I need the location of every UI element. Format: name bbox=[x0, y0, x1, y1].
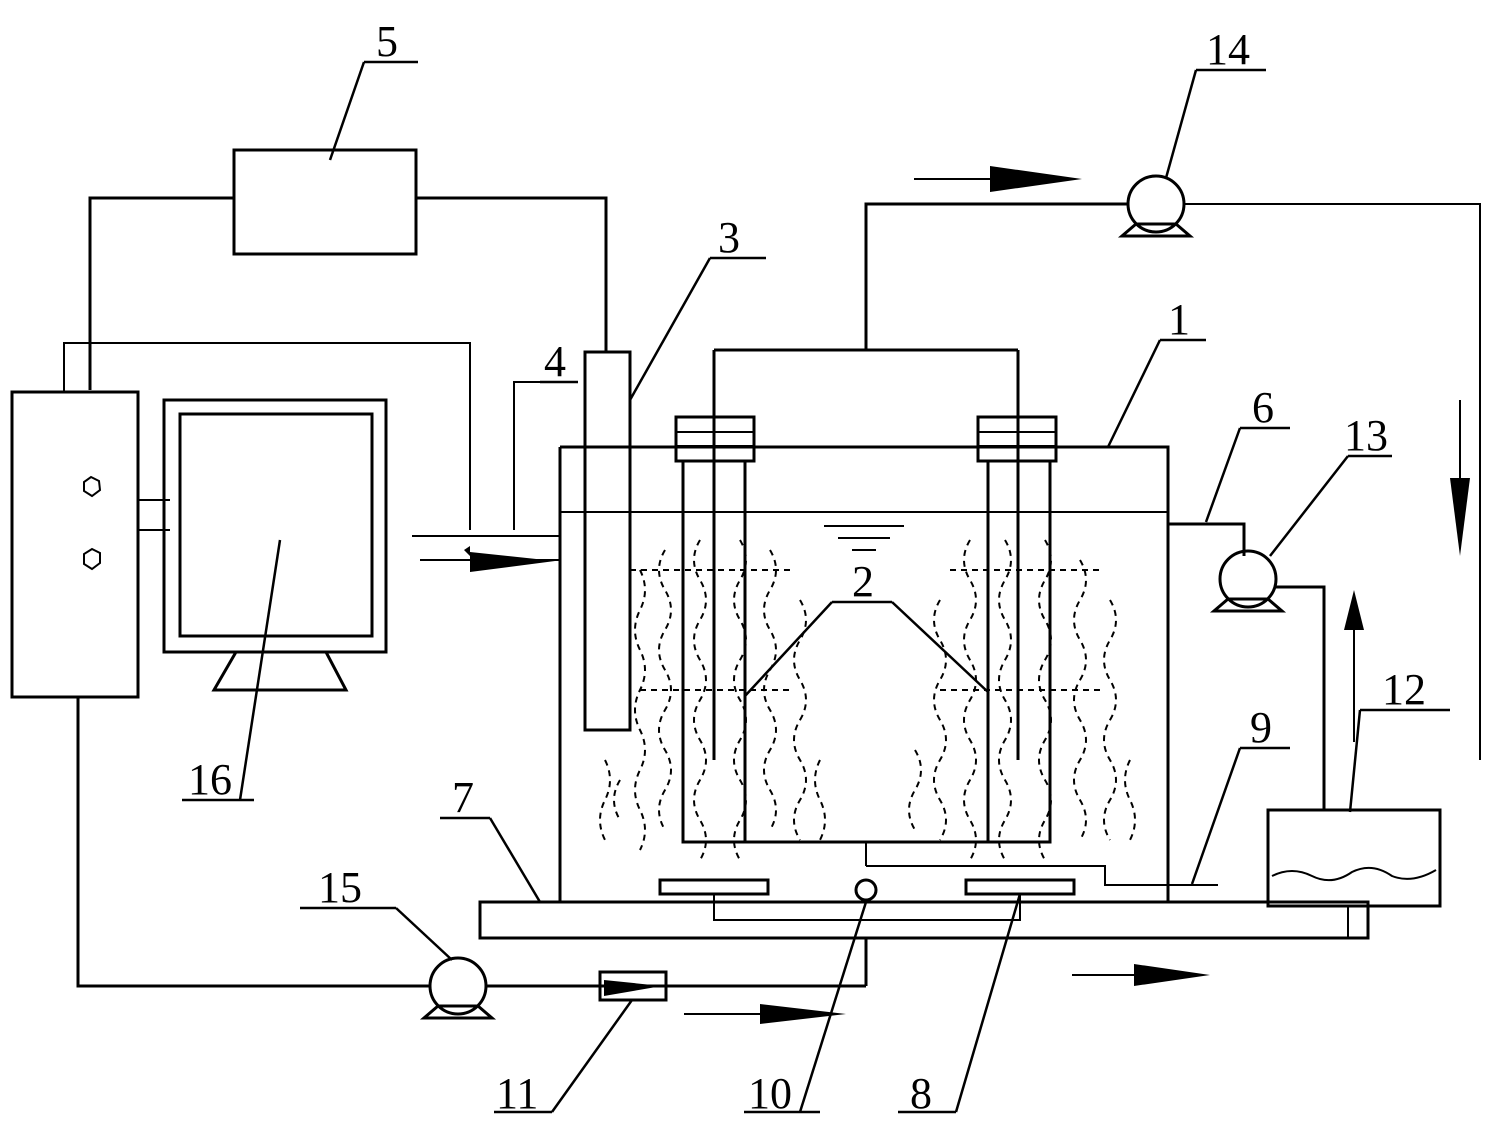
flow-arrow-air bbox=[760, 1004, 846, 1024]
label-4: 4 bbox=[544, 337, 566, 386]
biofilm-left bbox=[599, 539, 826, 861]
base-plate-7 bbox=[478, 900, 1370, 940]
label-15: 15 bbox=[318, 863, 362, 912]
label-7: 7 bbox=[452, 773, 474, 822]
controller-box-5 bbox=[88, 148, 608, 390]
flow-arrow-down bbox=[1450, 478, 1470, 556]
label-12: 12 bbox=[1382, 665, 1426, 714]
label-2: 2 bbox=[852, 557, 874, 606]
electrodes-2 bbox=[674, 348, 1218, 886]
overflow-pipe-6 bbox=[1168, 522, 1246, 556]
label-3: 3 bbox=[718, 213, 740, 262]
inlet-pipe-4 bbox=[412, 381, 576, 572]
label-14: 14 bbox=[1206, 25, 1250, 74]
label-8: 8 bbox=[910, 1069, 932, 1118]
flow-arrow-right-bottom bbox=[1134, 964, 1210, 986]
computer-monitor-16 bbox=[162, 398, 388, 692]
pump-14 bbox=[864, 174, 1481, 760]
label-5: 5 bbox=[376, 17, 398, 66]
biofilm-right bbox=[908, 539, 1136, 861]
label-9: 9 bbox=[1250, 703, 1272, 752]
pump-15 bbox=[76, 697, 866, 1020]
flow-meter-11 bbox=[598, 970, 668, 1002]
reference-probe-3 bbox=[583, 350, 632, 732]
leader-lines bbox=[182, 60, 1450, 1114]
aeration-port-10 bbox=[854, 878, 878, 986]
flow-arrow-up bbox=[1344, 590, 1364, 630]
label-10: 10 bbox=[748, 1069, 792, 1118]
label-6: 6 bbox=[1252, 383, 1274, 432]
collection-tank-12 bbox=[1266, 808, 1442, 939]
label-11: 11 bbox=[496, 1069, 538, 1118]
pump-13 bbox=[1209, 549, 1326, 810]
reactor-tank-1 bbox=[558, 445, 1170, 904]
label-1: 1 bbox=[1168, 295, 1190, 344]
data-acquisition-unit bbox=[10, 342, 471, 699]
label-16: 16 bbox=[188, 755, 232, 804]
flow-arrow-top bbox=[990, 166, 1082, 192]
label-13: 13 bbox=[1344, 411, 1388, 460]
